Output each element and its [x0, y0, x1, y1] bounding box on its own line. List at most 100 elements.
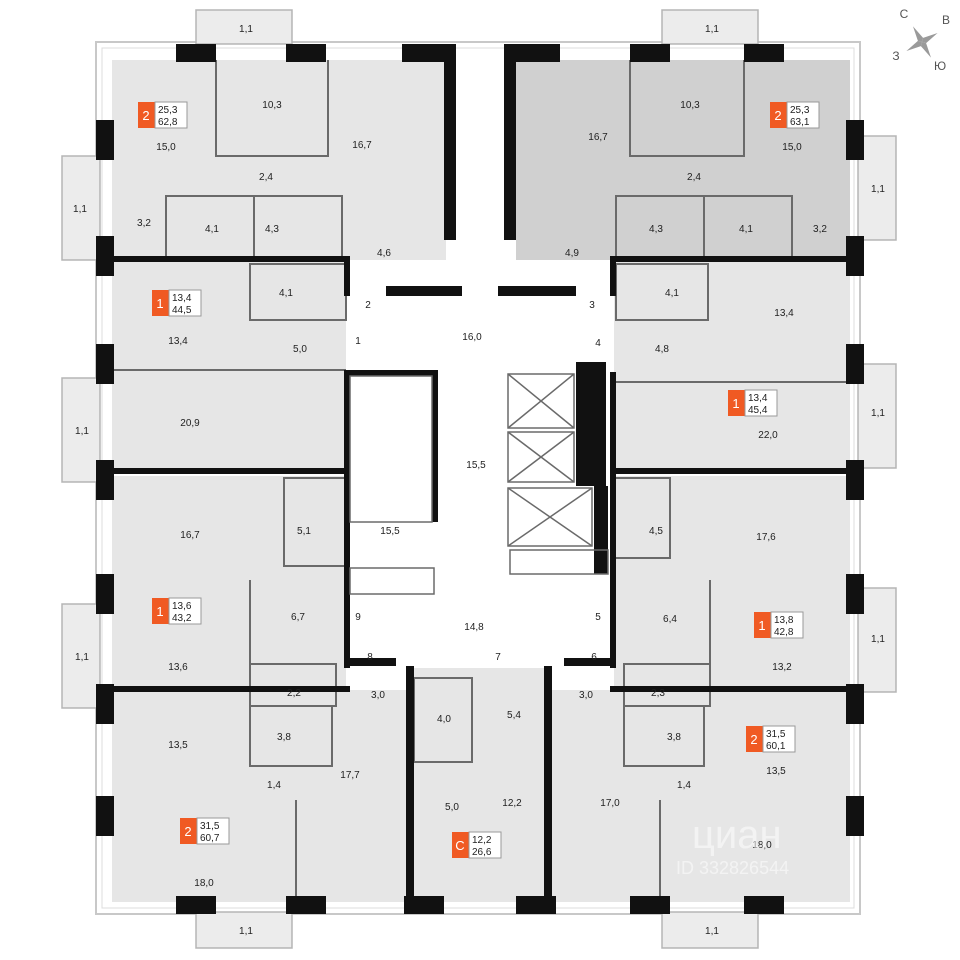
balcony [857, 135, 897, 241]
svg-text:31,5: 31,5 [766, 729, 786, 740]
windows [96, 44, 864, 914]
svg-text:31,5: 31,5 [200, 821, 220, 832]
room-area: 3,0 [579, 690, 593, 701]
room-area: 6,4 [663, 614, 677, 625]
apt-fill-se [548, 690, 850, 902]
room-area: 5,4 [507, 710, 521, 721]
room-area: 13,2 [772, 662, 792, 673]
room-area-labels: 10,3 15,0 16,7 2,4 3,2 4,1 4,3 4,6 10,3 … [73, 24, 885, 937]
room-area: 14,8 [464, 622, 484, 633]
room-area: 3,8 [277, 732, 291, 743]
svg-text:43,2: 43,2 [172, 613, 192, 624]
room-area: 1,1 [871, 408, 885, 419]
room-area: 13,6 [168, 662, 188, 673]
door-number: 3 [589, 300, 595, 311]
room-area: 4,5 [649, 526, 663, 537]
room-area: 13,5 [168, 740, 188, 751]
room-area: 13,5 [766, 766, 786, 777]
room-area: 5,0 [293, 344, 307, 355]
room-area: 15,5 [380, 526, 400, 537]
balcony [661, 9, 759, 45]
balcony [195, 9, 293, 45]
corridor-fill [348, 296, 614, 372]
room-area: 4,1 [279, 288, 293, 299]
door-number: 1 [355, 336, 361, 347]
svg-text:2: 2 [774, 108, 781, 123]
room-area: 1,1 [239, 926, 253, 937]
room-area: 17,0 [600, 798, 620, 809]
room-area: 4,1 [205, 224, 219, 235]
room-area: 13,4 [168, 336, 188, 347]
svg-text:63,1: 63,1 [790, 117, 810, 128]
svg-text:13,8: 13,8 [774, 615, 794, 626]
room-area: 5,1 [297, 526, 311, 537]
door-number: 7 [495, 652, 501, 663]
room-area: 16,7 [588, 132, 608, 143]
apartment-badge: 1 13,8 42,8 [754, 611, 804, 639]
door-number: 4 [595, 338, 601, 349]
svg-text:45,4: 45,4 [748, 405, 768, 416]
svg-text:1: 1 [156, 604, 163, 619]
apt-fill-nw [112, 60, 446, 260]
room-area: 10,3 [680, 100, 700, 111]
room-area: 4,3 [265, 224, 279, 235]
room-area: 3,0 [371, 690, 385, 701]
room-area: 1,1 [73, 204, 87, 215]
room-area: 17,7 [340, 770, 360, 781]
room-area: 4,6 [377, 248, 391, 259]
balcony [857, 587, 897, 693]
room-area: 1,1 [705, 24, 719, 35]
room-area: 18,0 [194, 878, 214, 889]
room-area: 12,2 [502, 798, 522, 809]
apt-fill-s [414, 668, 544, 902]
svg-text:2: 2 [184, 824, 191, 839]
room-area: 6,7 [291, 612, 305, 623]
apartment-badge: 1 13,4 44,5 [152, 289, 202, 317]
room-area: 22,0 [758, 430, 778, 441]
room-area: 4,3 [649, 224, 663, 235]
room-area: 3,2 [137, 218, 151, 229]
door-number: 8 [367, 652, 373, 663]
apt-fill-ne [516, 60, 850, 260]
apartment-badge: 1 13,6 43,2 [152, 597, 202, 625]
stair [349, 375, 433, 523]
room-area: 5,0 [445, 802, 459, 813]
room-area: 4,8 [655, 344, 669, 355]
apartment-badge: С 12,2 26,6 [452, 831, 502, 859]
svg-text:С: С [455, 838, 464, 853]
compass-west: З [892, 49, 899, 63]
room-area: 1,1 [871, 634, 885, 645]
room-area: 1,1 [705, 926, 719, 937]
door-numbers: 2 1 3 4 9 8 7 5 6 [355, 300, 601, 663]
lift [507, 431, 575, 483]
room-area: 1,1 [871, 184, 885, 195]
svg-text:60,7: 60,7 [200, 833, 220, 844]
apt-fill-w2 [112, 476, 346, 688]
balconies [61, 9, 897, 949]
svg-text:62,8: 62,8 [158, 117, 178, 128]
corridor-fill-south [348, 598, 614, 656]
room-area: 3,2 [813, 224, 827, 235]
compass-rose [906, 26, 938, 58]
apartment-badge: 2 25,3 62,8 [138, 101, 188, 129]
apartment-badge: 2 31,5 60,7 [180, 817, 230, 845]
compass-south: Ю [934, 59, 946, 73]
svg-text:2: 2 [142, 108, 149, 123]
svg-text:25,3: 25,3 [790, 105, 810, 116]
door-number: 5 [595, 612, 601, 623]
apt-fill-e1 [614, 262, 850, 468]
svg-text:13,4: 13,4 [172, 293, 192, 304]
compass-east: В [942, 13, 950, 27]
balcony [195, 911, 293, 949]
apartment-badge: 2 25,3 63,1 [770, 101, 820, 129]
room-area: 4,0 [437, 714, 451, 725]
interior-walls [112, 60, 850, 902]
lift [507, 487, 593, 547]
door-number: 2 [365, 300, 371, 311]
apartment-badge: 2 31,5 60,1 [746, 725, 796, 753]
svg-text:1: 1 [758, 618, 765, 633]
svg-text:44,5: 44,5 [172, 305, 192, 316]
room-area: 4,1 [739, 224, 753, 235]
room-area: 20,9 [180, 418, 200, 429]
